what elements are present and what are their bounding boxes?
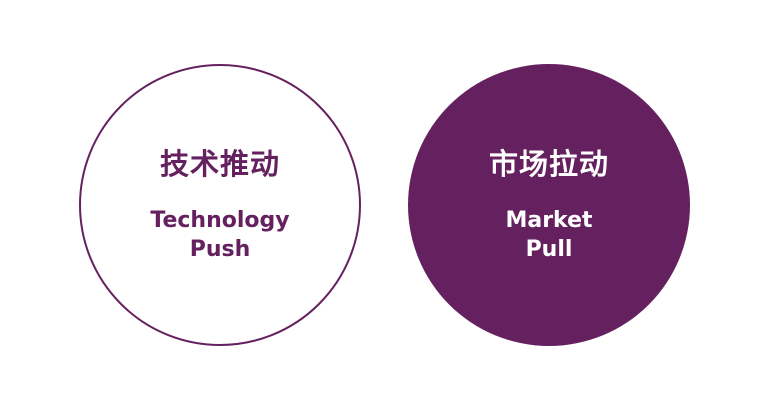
market-pull-english-line-2: Pull	[525, 237, 573, 262]
technology-push-english-line-1: Technology	[150, 208, 290, 233]
technology-push-circle: 技术推动 Technology Push	[79, 64, 361, 346]
market-pull-chinese-title: 市场拉动	[488, 147, 609, 181]
market-pull-english-title: Market Pull	[449, 206, 649, 264]
market-pull-circle: 市场拉动 Market Pull	[408, 64, 690, 346]
technology-push-chinese-title: 技术推动	[159, 147, 280, 181]
technology-push-english-line-2: Push	[189, 237, 251, 262]
market-pull-english-line-1: Market	[505, 208, 593, 233]
technology-push-english-title: Technology Push	[120, 206, 320, 264]
